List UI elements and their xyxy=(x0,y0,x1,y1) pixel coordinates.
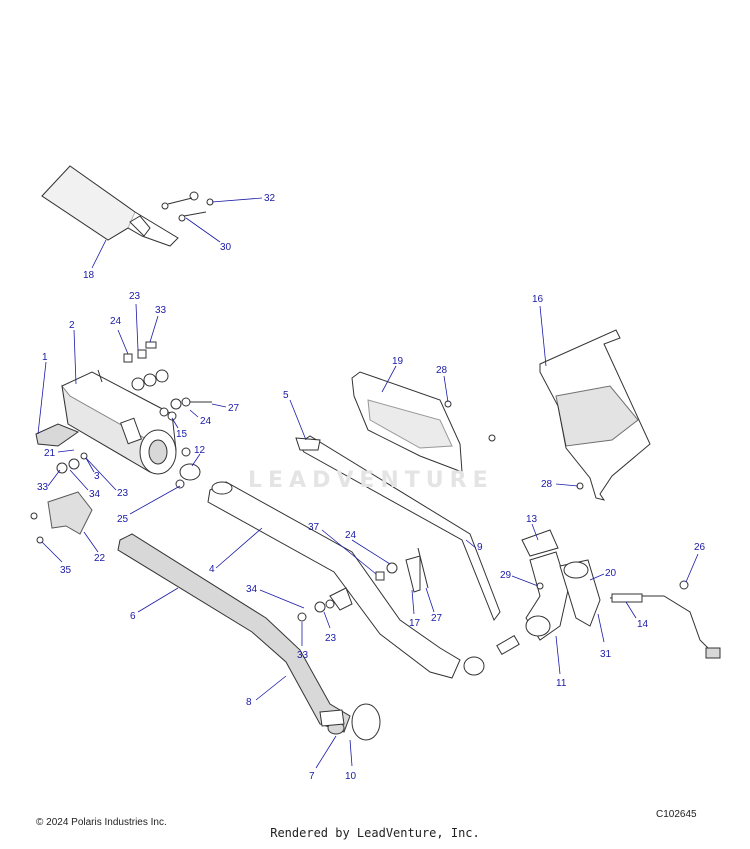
callout-1: 1 xyxy=(42,352,48,363)
callout-13: 13 xyxy=(526,514,538,525)
part-16-heat-shield xyxy=(539,329,651,501)
callout-10: 10 xyxy=(345,771,357,782)
callout-2: 2 xyxy=(69,320,75,331)
callout-19: 19 xyxy=(392,356,404,367)
part-19-heat-shield xyxy=(351,371,584,490)
rendered-by-text: Rendered by LeadVenture, Inc. xyxy=(270,826,480,840)
callout-33b: 33 xyxy=(37,482,49,493)
callout-33a: 33 xyxy=(155,305,167,316)
part-6-8-lower-pipe xyxy=(117,533,381,741)
callout-15: 15 xyxy=(176,429,188,440)
callout-28b: 28 xyxy=(541,479,553,490)
muffler-hardware xyxy=(56,341,212,489)
callout-33c: 33 xyxy=(297,650,309,661)
callout-3: 3 xyxy=(94,471,100,482)
callout-27b: 27 xyxy=(431,613,443,624)
callout-35: 35 xyxy=(60,565,72,576)
part-18-heat-shield xyxy=(41,165,179,247)
callout-23c: 23 xyxy=(325,633,337,644)
callout-24c: 24 xyxy=(345,530,357,541)
callout-5: 5 xyxy=(283,390,289,401)
callout-31: 31 xyxy=(600,649,612,660)
callout-22: 22 xyxy=(94,553,106,564)
callout-23b: 23 xyxy=(117,488,129,499)
callout-29: 29 xyxy=(500,570,512,581)
callout-18: 18 xyxy=(83,270,95,281)
callout-8: 8 xyxy=(246,697,252,708)
copyright-text: © 2024 Polaris Industries Inc. xyxy=(36,817,167,828)
callout-21: 21 xyxy=(44,448,56,459)
callout-11: 11 xyxy=(556,678,567,689)
callout-17: 17 xyxy=(409,618,421,629)
callout-24b: 24 xyxy=(200,416,212,427)
part-32-nut xyxy=(161,191,214,222)
callout-6: 6 xyxy=(130,611,136,622)
callout-26: 26 xyxy=(694,542,706,553)
callout-34b: 34 xyxy=(246,584,258,595)
callout-7: 7 xyxy=(309,771,315,782)
part-1-tip xyxy=(35,423,80,447)
part-22-bracket xyxy=(30,491,93,544)
callout-37: 37 xyxy=(308,522,320,533)
callout-28a: 28 xyxy=(436,365,448,376)
callout-9: 9 xyxy=(477,542,483,553)
callout-20: 20 xyxy=(605,568,617,579)
part-5-bracket xyxy=(295,435,501,622)
diagram-code: C102645 xyxy=(656,809,697,820)
callout-30: 30 xyxy=(220,242,232,253)
callout-layer: 32 30 18 23 33 24 2 1 16 19 28 5 27 xyxy=(37,193,706,782)
callout-24a: 24 xyxy=(110,316,122,327)
callout-34a: 34 xyxy=(89,489,101,500)
part-14-o2-sensor xyxy=(609,580,721,659)
part-4-head-pipe xyxy=(207,481,461,679)
mid-hardware xyxy=(297,547,520,676)
callout-12: 12 xyxy=(194,445,206,456)
callout-14: 14 xyxy=(637,619,649,630)
callout-25: 25 xyxy=(117,514,129,525)
callout-27a: 27 xyxy=(228,403,240,414)
watermark-text: LEADVENTURE xyxy=(248,468,494,493)
part-11-manifold xyxy=(521,529,601,641)
part-2-muffler xyxy=(61,369,177,475)
callout-4: 4 xyxy=(209,564,215,575)
callout-23a: 23 xyxy=(129,291,141,302)
callout-16: 16 xyxy=(532,294,544,305)
callout-32: 32 xyxy=(264,193,276,204)
